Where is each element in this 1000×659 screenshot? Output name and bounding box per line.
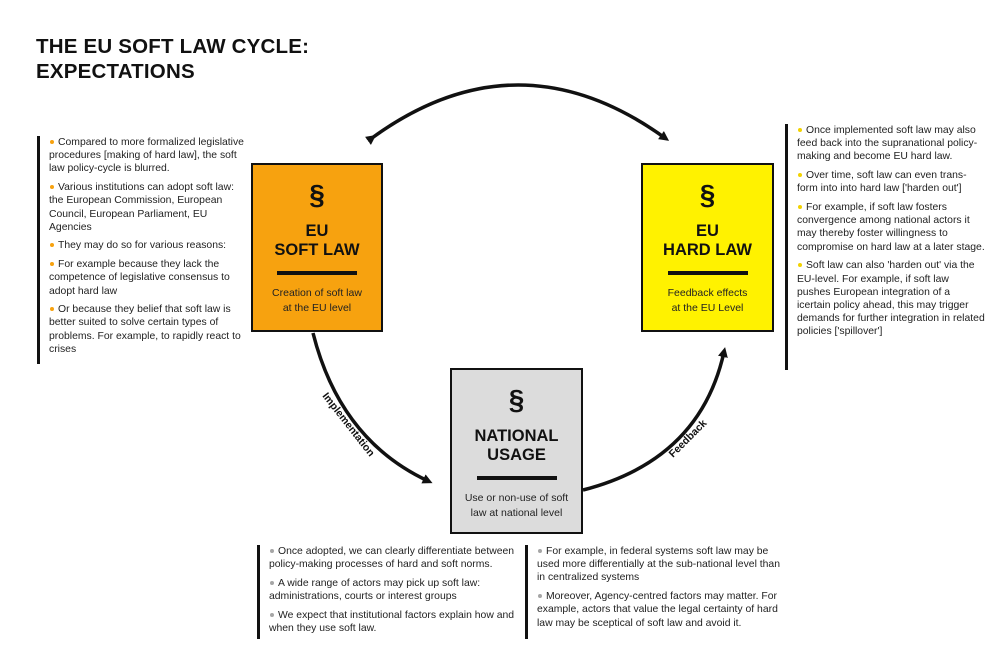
box-subtitle-2: at the EU Level [671,302,744,314]
note-item: We expect that institutional factors exp… [269,609,515,635]
box-subtitle-1: Feedback effects [667,287,748,299]
paragraph-icon: § [309,179,325,210]
bullet-icon [798,127,802,132]
paragraph-icon: § [508,384,525,415]
note-item: A wide range of actors may pick up soft … [269,577,481,603]
note-item: Compared to more formalized legislative … [49,137,244,175]
note-item: Once implemented soft law may also feed … [797,125,978,163]
bullet-icon [50,261,54,266]
bullet-icon [798,172,802,177]
box-heading-1: NATIONAL [474,427,559,445]
box-subtitle-1: Use or non-use of soft [464,492,569,504]
title-line-1: THE EU SOFT LAW CYCLE: [36,35,310,58]
national-notes-right: For example, in federal systems soft law… [525,545,785,639]
top-double-arrow [365,83,670,145]
title-line-2: EXPECTATIONS [36,60,195,83]
note-item: Soft law can also 'harden out' via the E… [797,260,985,338]
feedback-arrow [582,347,728,492]
bullet-icon [50,139,54,144]
national-notes-left: Once adopted, we can clearly differentia… [257,545,522,639]
note-item: Over time, soft law can even trans-form … [797,170,967,195]
note-item: For example, if soft law fosters converg… [797,202,985,253]
bullet-icon [798,204,802,209]
note-item: Various institutions can adopt soft law:… [49,182,234,233]
implementation-label: Implementation [320,390,377,459]
box-heading-1: EU [305,222,329,240]
note-item: Or because they belief that soft law is … [49,304,241,355]
box-heading-2: HARD LAW [663,241,752,259]
bullet-icon [50,306,54,311]
paragraph-icon: § [699,179,716,210]
bullet-icon [270,612,274,617]
box-subtitle-1: Creation of soft law [272,287,362,299]
bullet-icon [538,593,542,598]
divider [277,271,357,275]
note-item: Moreover, Agency-centred factors may mat… [537,591,778,629]
box-heading-2: USAGE [487,446,546,464]
bullet-icon [50,184,54,189]
bullet-icon [270,580,274,585]
note-item: They may do so for various reasons: [49,239,247,252]
bullet-icon [50,243,54,248]
box-subtitle-2: law at national level [470,507,563,519]
note-item: For example, in federal systems soft law… [537,546,780,584]
hard-law-notes: Once implemented soft law may also feed … [785,124,985,370]
page-title: THE EU SOFT LAW CYCLE: EXPECTATIONS [36,34,309,84]
bullet-icon [538,548,542,553]
box-heading-2: SOFT LAW [274,241,360,259]
note-item: Once adopted, we can clearly differentia… [269,546,515,571]
divider [667,271,748,275]
divider [476,476,557,480]
bullet-icon [270,548,274,553]
box-subtitle-2: at the EU level [282,302,352,314]
feedback-label: Feedback [667,417,710,460]
bullet-icon [798,263,802,268]
soft-law-notes: Compared to more formalized legislative … [37,136,247,364]
box-heading-1: EU [696,222,719,240]
implementation-arrow [311,332,433,484]
note-item: For example because they lack the compet… [49,259,230,297]
